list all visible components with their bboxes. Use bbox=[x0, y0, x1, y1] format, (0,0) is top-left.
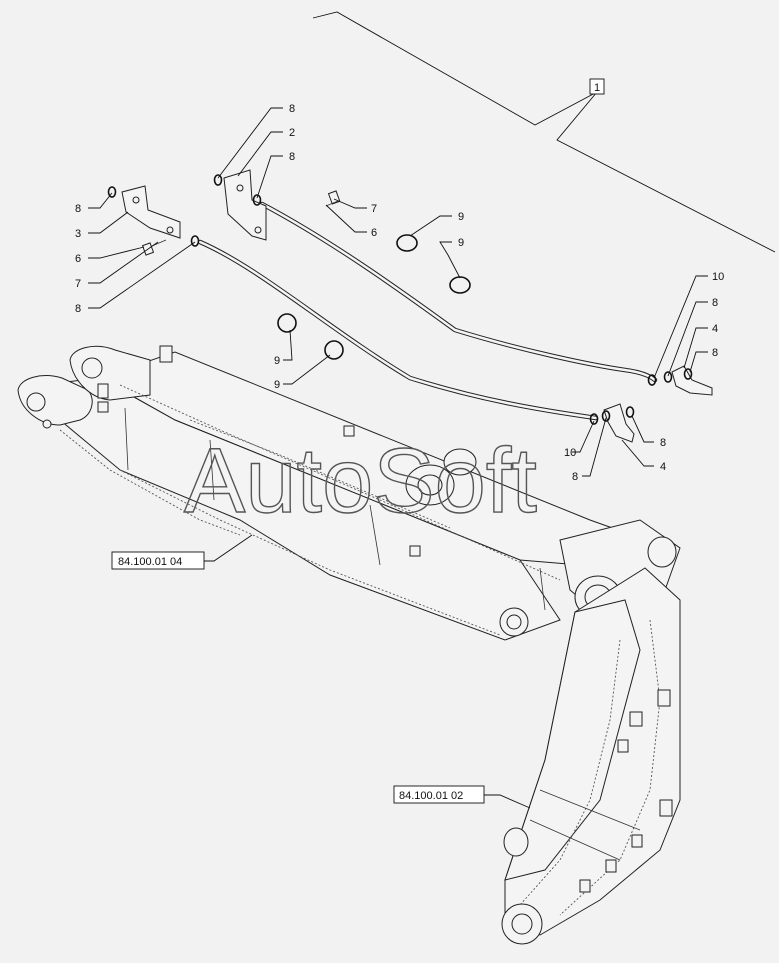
callout-labels: 8 3 6 7 8 8 2 8 7 6 9 9 9 9 10 8 4 8 8 4… bbox=[75, 103, 724, 483]
callout-8: 8 bbox=[572, 471, 578, 483]
callout-4: 4 bbox=[660, 461, 666, 473]
callout-2: 2 bbox=[289, 127, 295, 139]
callout-1: 1 bbox=[594, 82, 600, 94]
callout-8: 8 bbox=[289, 103, 295, 115]
bolt-left bbox=[141, 239, 167, 256]
callout-8: 8 bbox=[75, 203, 81, 215]
callout-8: 8 bbox=[712, 297, 718, 309]
callout-4: 4 bbox=[712, 323, 718, 335]
callout-8: 8 bbox=[75, 303, 81, 315]
o-rings-small bbox=[107, 174, 693, 425]
o-rings-large bbox=[277, 234, 471, 360]
callout-8: 8 bbox=[289, 151, 295, 163]
callout-8: 8 bbox=[660, 437, 666, 449]
reference-arm[interactable]: 84.100.01 02 bbox=[393, 785, 485, 804]
callout-8: 8 bbox=[712, 347, 718, 359]
callout-9: 9 bbox=[274, 379, 280, 391]
callout-6: 6 bbox=[371, 227, 377, 239]
hydraulic-tube-lower bbox=[197, 239, 599, 421]
callout-1-box: 1 bbox=[589, 78, 605, 95]
watermark: AutoSoft bbox=[184, 430, 537, 532]
bracket-right-upper bbox=[671, 365, 713, 396]
callout-9: 9 bbox=[274, 355, 280, 367]
bracket-left bbox=[121, 185, 181, 239]
group-bracket bbox=[312, 11, 776, 253]
bracket-right-lower bbox=[603, 403, 635, 443]
callout-7: 7 bbox=[75, 278, 81, 290]
callout-6: 6 bbox=[75, 253, 81, 265]
callout-3: 3 bbox=[75, 228, 81, 240]
reference-boom-label[interactable]: 84.100.01 04 bbox=[118, 556, 182, 568]
bracket-center bbox=[223, 169, 267, 241]
callout-10: 10 bbox=[564, 447, 576, 459]
callout-9: 9 bbox=[458, 211, 464, 223]
reference-boom[interactable]: 84.100.01 04 bbox=[111, 551, 205, 570]
callout-7: 7 bbox=[371, 203, 377, 215]
leader-lines bbox=[88, 107, 708, 809]
arm-assembly bbox=[501, 567, 681, 945]
reference-arm-label[interactable]: 84.100.01 02 bbox=[399, 790, 463, 802]
callout-10: 10 bbox=[712, 271, 724, 283]
hydraulic-tube-upper bbox=[259, 201, 658, 383]
callout-9: 9 bbox=[458, 237, 464, 249]
bolt-center bbox=[325, 190, 341, 207]
